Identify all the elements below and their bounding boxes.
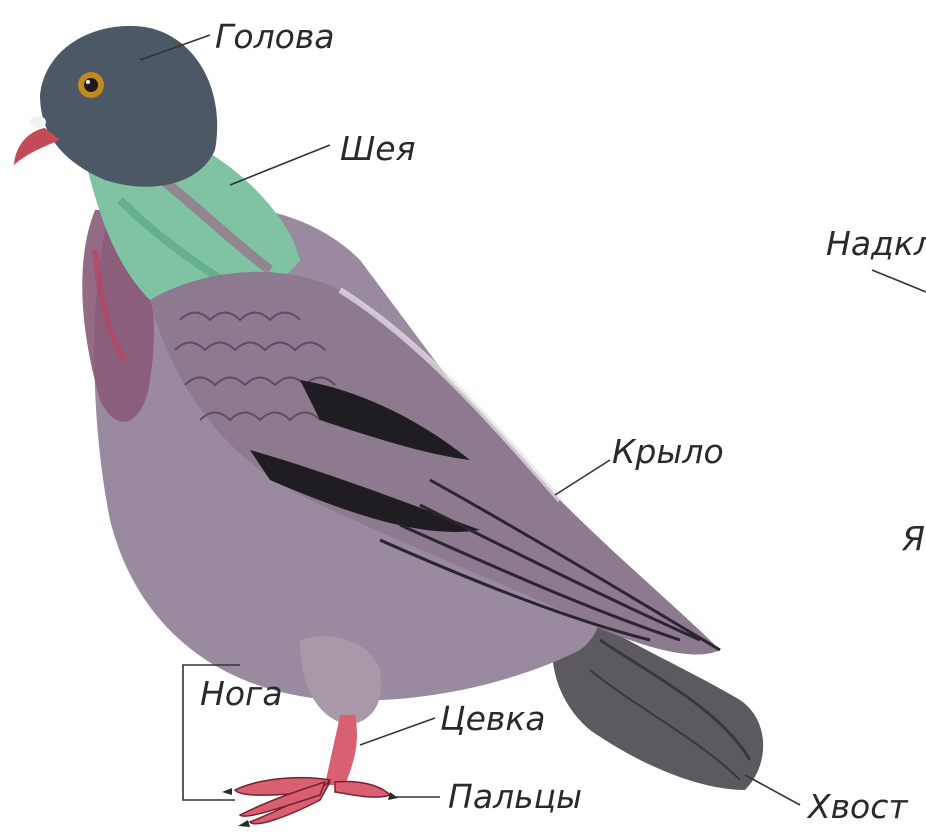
label-leg: Нога	[200, 674, 283, 713]
tarsus-leader-line	[360, 718, 435, 745]
wing-leader-line	[555, 460, 610, 495]
pigeon-head	[40, 26, 217, 187]
label-head: Голова	[215, 17, 335, 56]
pigeon-toes	[235, 778, 390, 824]
label-clipped-right-1: Надкл	[826, 224, 926, 263]
label-tarsus: Цевка	[440, 699, 546, 738]
clipped-right-leader-line	[872, 270, 926, 292]
label-toes: Пальцы	[448, 777, 582, 816]
label-tail: Хвост	[806, 787, 909, 826]
tail-leader-line	[745, 775, 800, 805]
neck-leader-line	[230, 145, 330, 185]
pigeon-tarsus	[325, 715, 357, 785]
label-neck: Шея	[340, 129, 415, 168]
label-clipped-right-2: Я	[901, 519, 925, 558]
label-wing: Крыло	[612, 432, 724, 471]
pigeon-cere	[30, 116, 46, 128]
